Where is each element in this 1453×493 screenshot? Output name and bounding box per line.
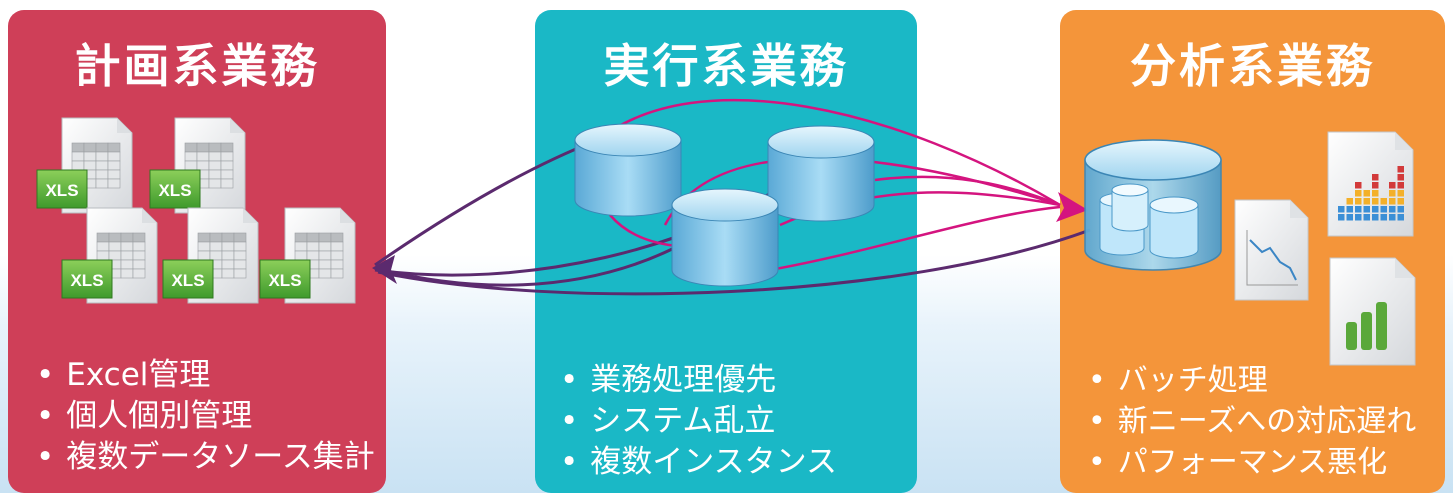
analysis-title: 分析系業務 — [1130, 39, 1375, 93]
execution-bullet-3: 複数インスタンス — [560, 442, 837, 483]
line-chart-document-icon — [1234, 199, 1309, 301]
execution-bullet-1: 業務処理優先 — [560, 360, 837, 401]
analysis-bullet-2: 新ニーズへの対応遅れ — [1088, 401, 1417, 442]
xls-label: XLS — [171, 271, 204, 290]
xls-label: XLS — [268, 271, 301, 290]
planning-bullet-2: 個人個別管理 — [36, 396, 375, 437]
planning-title: 計画系業務 — [74, 39, 320, 93]
data-warehouse-icon — [1084, 139, 1222, 271]
xls-label: XLS — [158, 181, 191, 200]
xls-label: XLS — [70, 271, 103, 290]
xls-file-icon: XLS — [149, 117, 246, 214]
planning-bullet-3: 複数データソース集計 — [36, 437, 374, 478]
arrow-head-left — [372, 255, 397, 284]
xls-file-icon: XLS — [61, 207, 158, 304]
xls-label: XLS — [45, 181, 78, 200]
flow-arrows-left — [374, 138, 1091, 296]
analysis-bullet-1: バッチ処理 — [1088, 360, 1416, 401]
planning-bullet-1: Excel管理 — [36, 355, 375, 396]
planning-bullets: Excel管理 個人個別管理 複数データソース集計 — [36, 355, 375, 478]
database-icon-3 — [671, 188, 779, 287]
arrow-head-right — [1056, 192, 1088, 222]
column-chart-document-icon — [1329, 257, 1416, 366]
execution-title: 実行系業務 — [603, 39, 849, 93]
xls-file-icon: XLS — [162, 207, 259, 304]
execution-bullet-2: システム乱立 — [560, 401, 837, 442]
execution-bullets: 業務処理優先 システム乱立 複数インスタンス — [560, 360, 837, 483]
xls-file-icon: XLS — [259, 207, 356, 304]
bar-chart-document-icon — [1327, 131, 1414, 237]
xls-file-icon: XLS — [36, 117, 133, 214]
database-icon-2 — [767, 125, 875, 222]
analysis-bullets: バッチ処理 新ニーズへの対応遅れ パフォーマンス悪化 — [1088, 360, 1417, 483]
analysis-bullet-3: パフォーマンス悪化 — [1088, 442, 1416, 483]
database-icon-1 — [574, 123, 682, 217]
